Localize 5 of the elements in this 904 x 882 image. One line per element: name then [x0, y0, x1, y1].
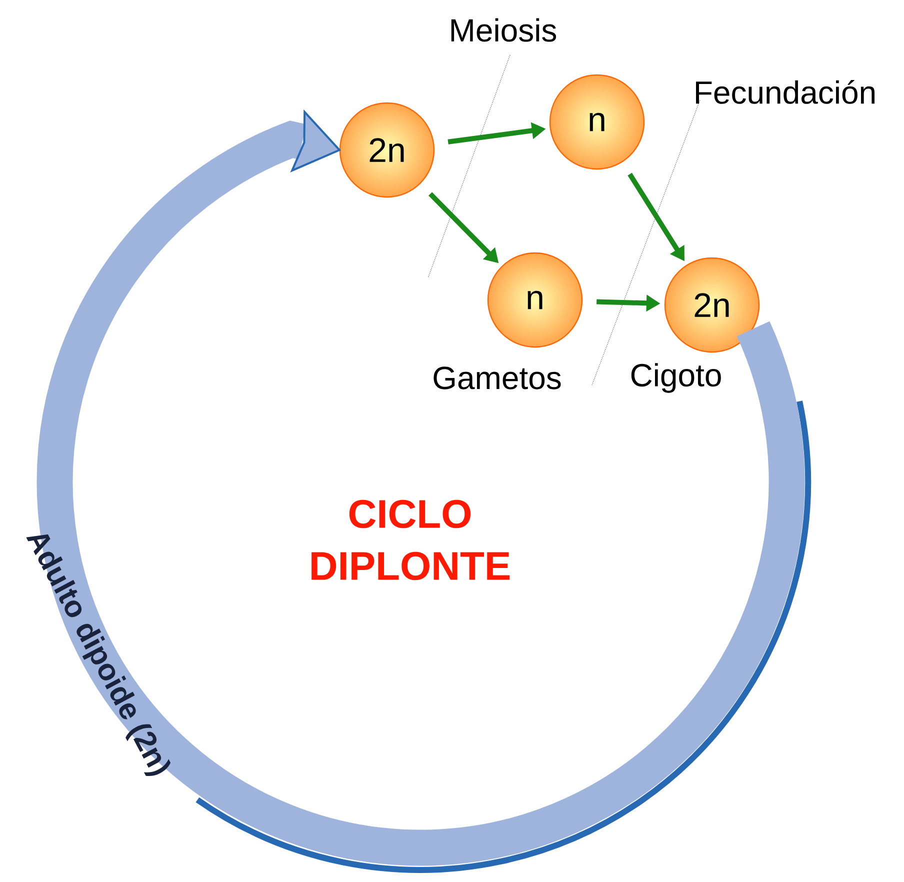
node-caption: Cigoto — [631, 363, 721, 393]
node-caption: Gametos — [434, 366, 561, 390]
cycle-title: CICLO DIPLONTE — [312, 500, 510, 580]
stage-label: Fecundación — [696, 80, 874, 104]
stage-label: Meiosis — [451, 18, 556, 42]
